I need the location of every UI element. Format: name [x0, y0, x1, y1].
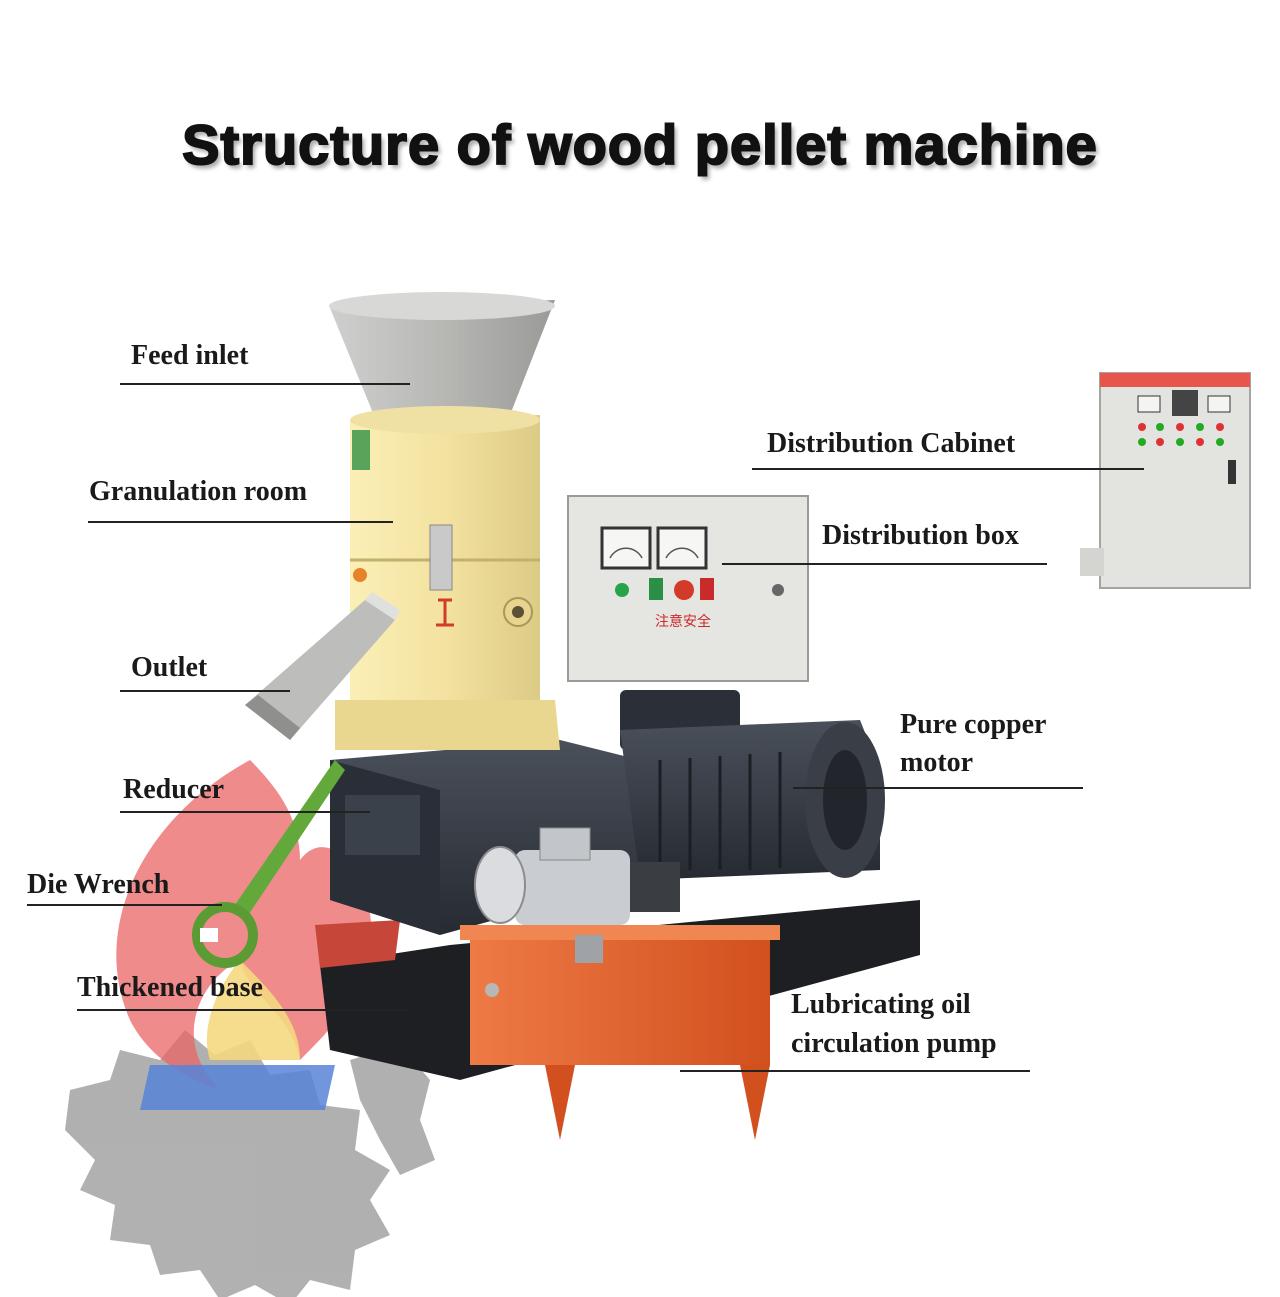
leader-outlet — [120, 690, 290, 692]
box-warning-text: 注意安全 — [655, 613, 711, 630]
label-granulation-room: Granulation room — [89, 476, 308, 507]
granulation-room — [335, 406, 560, 750]
leader-die-wrench — [27, 904, 222, 906]
label-lube-pump-2: circulation pump — [791, 1028, 997, 1059]
leader-distribution-box — [722, 563, 1047, 565]
watermark-flame — [116, 760, 372, 1090]
label-outlet: Outlet — [131, 652, 208, 683]
label-feed-inlet: Feed inlet — [131, 340, 249, 371]
leader-lube-pump — [680, 1070, 1030, 1072]
label-die-wrench: Die Wrench — [27, 869, 170, 900]
leader-pure-copper-motor — [793, 787, 1083, 789]
label-lube-pump-1: Lubricating oil — [791, 989, 971, 1020]
leader-granulation-room — [88, 521, 393, 523]
label-pure-copper-motor-2: motor — [900, 747, 974, 778]
watermark-gear-right — [350, 1045, 435, 1175]
leader-thickened-base — [77, 1009, 407, 1011]
lube-pump-art — [460, 827, 780, 1140]
diagram-title: Structure of wood pellet machine — [181, 112, 1098, 177]
watermark-blue-bar — [140, 1065, 335, 1110]
watermark-logo — [65, 760, 435, 1297]
label-distribution-box: Distribution box — [822, 520, 1019, 551]
pure-copper-motor — [620, 690, 885, 880]
distribution-cabinet-art — [1080, 372, 1251, 589]
distribution-box-art: 注意安全 — [567, 495, 809, 682]
label-distribution-cabinet: Distribution Cabinet — [767, 428, 1016, 459]
feed-hopper — [329, 292, 555, 418]
label-pure-copper-motor-1: Pure copper — [900, 709, 1047, 740]
die-wrench — [192, 760, 345, 968]
label-reducer: Reducer — [123, 774, 225, 805]
leader-reducer — [120, 811, 370, 813]
outlet-chute — [245, 592, 400, 740]
leader-feed-inlet — [120, 383, 410, 385]
label-thickened-base: Thickened base — [77, 972, 263, 1003]
leader-distribution-cabinet — [752, 468, 1144, 470]
